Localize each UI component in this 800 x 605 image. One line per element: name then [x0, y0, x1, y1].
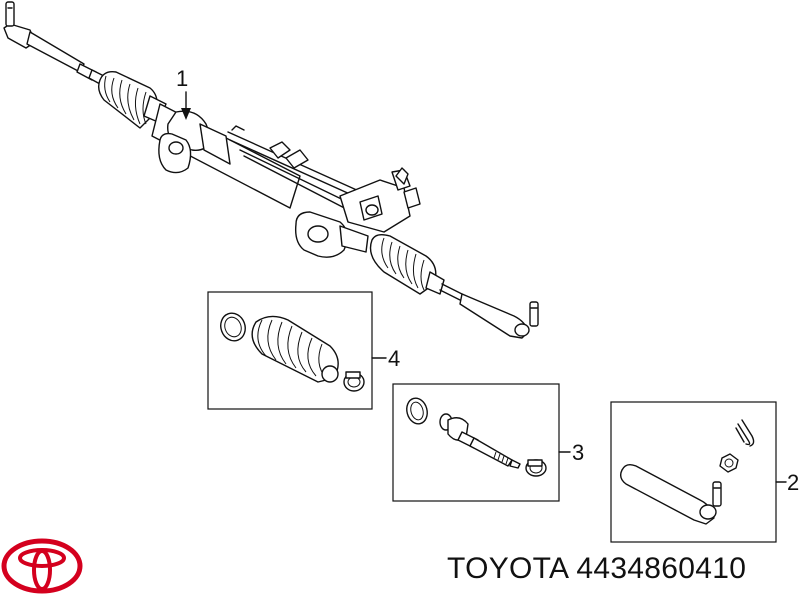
left-tie-rod-end — [3, 1, 97, 81]
toyota-logo-icon — [1, 538, 83, 594]
right-boot — [369, 233, 445, 295]
callout-1-label: 1 — [176, 66, 188, 91]
valve-body — [339, 167, 421, 233]
callout-3: 3 — [558, 440, 584, 465]
callout-4: 4 — [371, 346, 400, 371]
callout-4-label: 4 — [388, 346, 400, 371]
callout-2-label: 2 — [787, 470, 799, 495]
steering-rack-assembly — [3, 1, 539, 339]
outer-tie-rod-end-box — [610, 401, 777, 543]
right-tie-rod-end — [439, 283, 539, 339]
rack-housing — [151, 103, 301, 209]
inner-tie-rod-box — [392, 383, 560, 502]
right-mount — [294, 211, 369, 258]
callout-3-label: 3 — [572, 440, 584, 465]
callout-2: 2 — [775, 470, 799, 495]
boot-kit-box — [207, 291, 373, 410]
callout-1: 1 — [176, 66, 191, 120]
part-number-title: TOYOTA 4434860410 — [447, 552, 747, 585]
left-boot — [97, 70, 167, 129]
